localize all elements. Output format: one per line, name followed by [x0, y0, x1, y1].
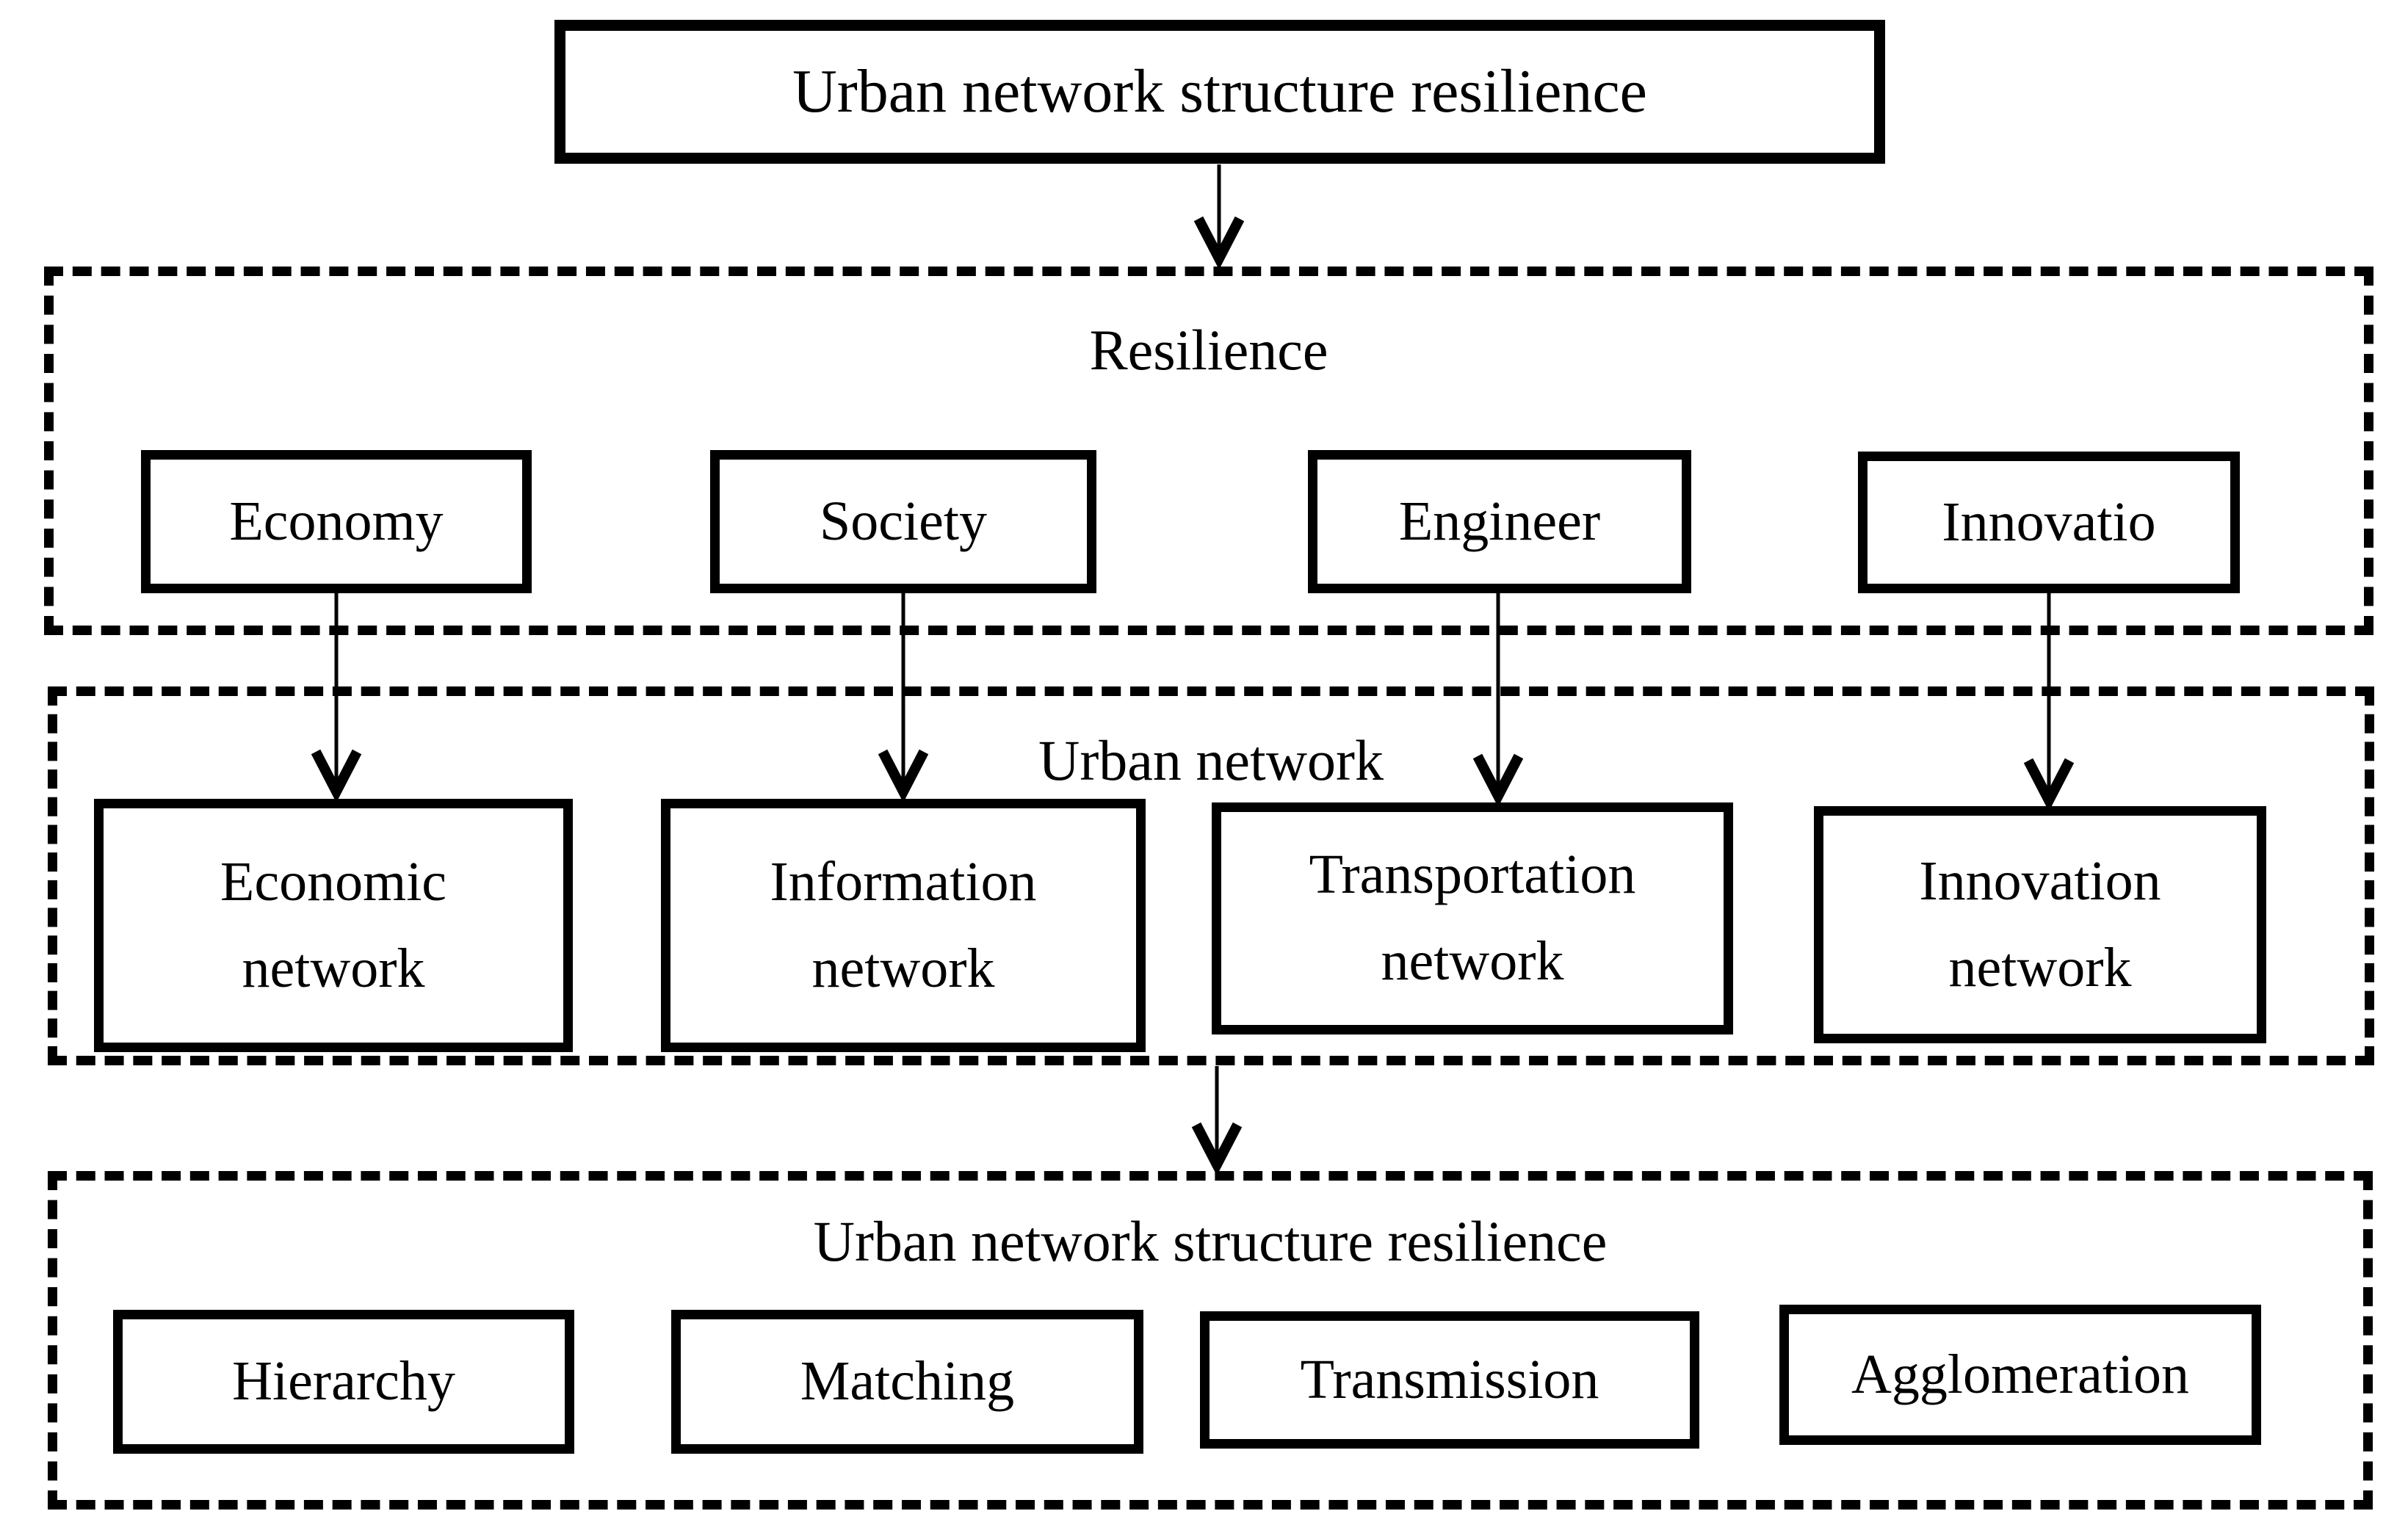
- box-matching: Matching: [671, 1310, 1143, 1454]
- box-hierarchy-label: Hierarchy: [232, 1350, 455, 1413]
- box-information-network: Information network: [661, 799, 1146, 1052]
- box-engineer: Engineer: [1308, 450, 1691, 593]
- section-resilience: Resilience: [44, 267, 2373, 635]
- box-economic-network-label: Economic network: [220, 850, 447, 999]
- section-structure-resilience: Urban network structure resilience: [48, 1171, 2373, 1510]
- box-society-label: Society: [820, 490, 987, 552]
- box-innovatio-label: Innovatio: [1942, 490, 2156, 553]
- root-box: Urban network structure resilience: [554, 20, 1885, 164]
- box-innovatio: Innovatio: [1858, 452, 2240, 593]
- box-society: Society: [710, 450, 1096, 593]
- box-economy: Economy: [141, 450, 532, 593]
- arrow-down-icon-root-to-resilience: [1193, 164, 1245, 270]
- box-engineer-label: Engineer: [1398, 490, 1601, 552]
- section-title-resilience: Resilience: [1089, 318, 1328, 382]
- box-agglomeration-label: Agglomeration: [1851, 1343, 2190, 1405]
- box-agglomeration: Agglomeration: [1779, 1305, 2261, 1445]
- box-information-network-label: Information network: [770, 850, 1037, 999]
- box-innovation-network-label: Innovation network: [1919, 849, 2161, 999]
- box-matching-label: Matching: [800, 1350, 1015, 1413]
- box-transmission: Transmission: [1200, 1311, 1699, 1449]
- box-economic-network: Economic network: [94, 799, 573, 1052]
- root-box-label: Urban network structure resilience: [792, 57, 1647, 126]
- box-transportation-network: Transportation network: [1212, 802, 1733, 1034]
- box-transportation-network-label: Transportation network: [1309, 844, 1636, 992]
- section-title-urban-network: Urban network: [1038, 728, 1384, 792]
- section-urban-network: Urban network: [48, 686, 2374, 1065]
- arrow-down-icon-urban-network-to-structure-resilience: [1191, 1066, 1243, 1176]
- box-transmission-label: Transmission: [1300, 1348, 1599, 1410]
- box-hierarchy: Hierarchy: [113, 1310, 574, 1454]
- box-innovation-network: Innovation network: [1814, 806, 2266, 1043]
- box-economy-label: Economy: [229, 490, 444, 552]
- section-title-structure-resilience: Urban network structure resilience: [813, 1209, 1608, 1273]
